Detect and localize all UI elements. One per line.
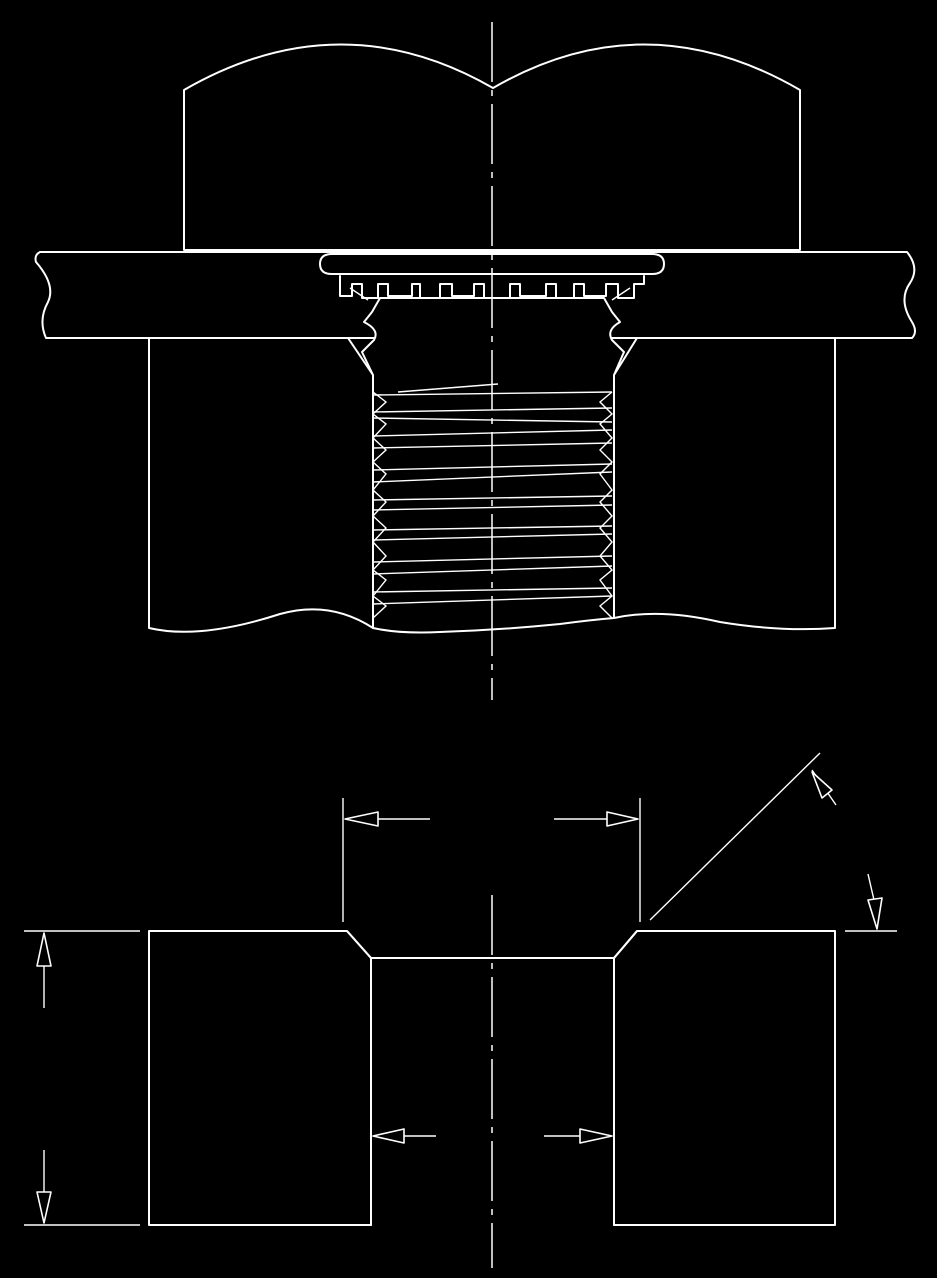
anvil-left [148, 337, 374, 633]
hole-diameter-dimension [372, 1128, 613, 1144]
thickness-dimension [36, 932, 52, 1224]
upper-punch [183, 43, 801, 251]
hole-outline [346, 930, 638, 959]
chamfer-leader [649, 752, 837, 921]
plate-right [613, 930, 836, 1226]
surface-reference-arrow [867, 873, 883, 930]
assembly-section-view [34, 22, 916, 700]
sheet-panel [34, 251, 916, 339]
fastener-head [319, 253, 665, 275]
countersink-diameter-dimension [344, 811, 639, 827]
fastener-shank [361, 297, 625, 634]
plate-left [148, 930, 372, 1226]
fastener-serrations [339, 275, 645, 301]
anvil-right [613, 337, 836, 631]
mounting-hole-section-view [24, 752, 897, 1268]
